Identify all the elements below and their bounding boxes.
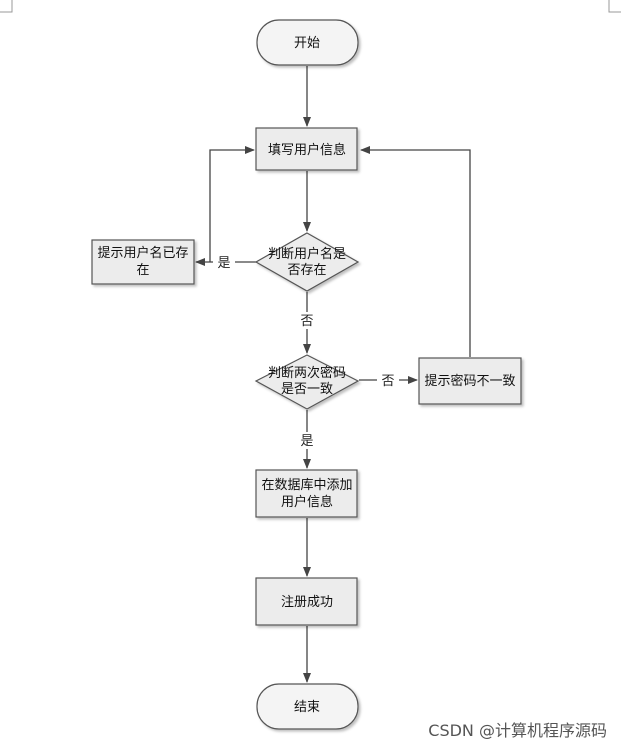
node-check-pwd-label-2: 是否一致 bbox=[281, 382, 333, 397]
node-fill-info: 填写用户信息 bbox=[255, 127, 358, 171]
crop-marks bbox=[0, 0, 621, 13]
node-start: 开始 bbox=[256, 19, 359, 66]
node-user-exists-label-2: 在 bbox=[136, 263, 149, 278]
node-add-db-label-1: 在数据库中添加 bbox=[261, 477, 352, 493]
node-fill-info-label: 填写用户信息 bbox=[268, 142, 346, 158]
node-add-db-label-2: 用户信息 bbox=[281, 494, 333, 510]
edge-label-pwd-yes: 是 bbox=[300, 434, 313, 449]
edge-user-exists-back bbox=[209, 146, 255, 262]
edge-label-user-yes: 是 bbox=[217, 256, 230, 271]
node-user-exists: 提示用户名已存 在 bbox=[91, 239, 195, 285]
node-register-ok: 注册成功 bbox=[255, 577, 358, 626]
edge-labels: 是 否 否 是 bbox=[213, 254, 399, 449]
node-check-user-label-1: 判断用户名是 bbox=[268, 246, 346, 262]
edge-label-user-no: 否 bbox=[300, 314, 313, 329]
node-check-user-label-2: 否存在 bbox=[287, 263, 326, 278]
edge-pwd-mismatch-back bbox=[360, 146, 471, 357]
node-pwd-mismatch: 提示密码不一致 bbox=[418, 357, 522, 405]
node-register-ok-label: 注册成功 bbox=[281, 595, 333, 610]
node-end-label: 结束 bbox=[294, 700, 320, 715]
node-pwd-mismatch-label: 提示密码不一致 bbox=[424, 373, 515, 389]
watermark: CSDN @计算机程序源码 bbox=[428, 721, 607, 740]
nodes: 开始 填写用户信息 判断用户名是 否存在 提示用户名已存 在 判断两次密码 是否… bbox=[91, 19, 522, 730]
node-start-label: 开始 bbox=[294, 36, 320, 51]
node-add-db: 在数据库中添加 用户信息 bbox=[255, 469, 358, 518]
node-end: 结束 bbox=[256, 683, 359, 730]
node-check-pwd: 判断两次密码 是否一致 bbox=[254, 354, 360, 410]
node-check-user: 判断用户名是 否存在 bbox=[254, 232, 360, 292]
node-user-exists-label-1: 提示用户名已存 bbox=[97, 245, 188, 261]
edge-label-pwd-no: 否 bbox=[381, 374, 394, 389]
node-check-pwd-label-1: 判断两次密码 bbox=[268, 365, 346, 381]
